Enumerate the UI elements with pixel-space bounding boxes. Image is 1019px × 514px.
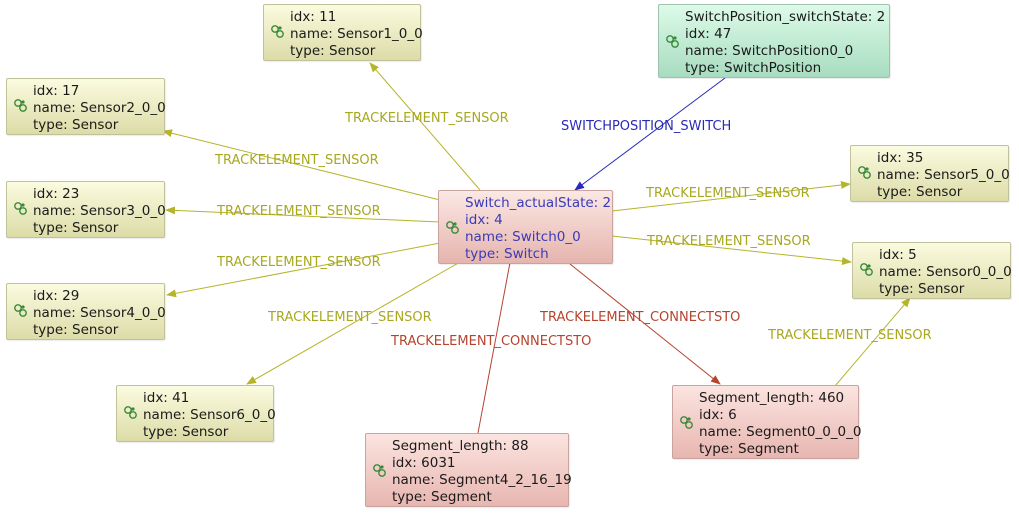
instance-node-icon: [14, 99, 27, 112]
node-line: name: Sensor5_0_0: [877, 167, 1010, 183]
node-line: Segment_length: 460: [699, 390, 845, 406]
node-line: type: Segment: [699, 441, 799, 457]
instance-node-icon: [124, 406, 137, 419]
node-sensor1[interactable]: idx: 11 name: Sensor1_0_0 type: Sensor: [263, 4, 423, 61]
edge-label-sensor1: TRACKELEMENT_SENSOR: [344, 111, 509, 126]
node-line: idx: 5: [879, 247, 917, 263]
node-line: idx: 41: [143, 390, 190, 406]
edge-label-connect-segment4: TRACKELEMENT_CONNECTSTO: [390, 334, 591, 349]
edge-label-sensor2: TRACKELEMENT_SENSOR: [214, 153, 379, 168]
node-line: name: Sensor0_0_0: [879, 264, 1012, 280]
edge-label-sensor4: TRACKELEMENT_SENSOR: [216, 255, 381, 270]
node-line: name: Segment4_2_16_19: [392, 472, 572, 488]
node-line: type: Sensor: [143, 424, 229, 440]
edge-label-sensor5: TRACKELEMENT_SENSOR: [645, 186, 810, 201]
edge-label-sensor0: TRACKELEMENT_SENSOR: [646, 234, 811, 249]
node-sensor4[interactable]: idx: 29 name: Sensor4_0_0 type: Sensor: [6, 283, 166, 340]
edge-switchpos-switch: [574, 77, 726, 191]
edge-label-segment0-sensor0: TRACKELEMENT_SENSOR: [767, 328, 932, 343]
instance-node-icon: [860, 263, 873, 276]
edge-switch-sensor3: [165, 206, 441, 223]
node-line: type: Sensor: [877, 184, 963, 200]
node-line: type: Sensor: [33, 322, 119, 338]
node-line: type: Segment: [392, 489, 492, 505]
node-sensor3[interactable]: idx: 23 name: Sensor3_0_0 type: Sensor: [6, 181, 166, 238]
instance-node-icon: [14, 304, 27, 317]
node-line: type: Sensor: [33, 117, 119, 133]
node-sensor5[interactable]: idx: 35 name: Sensor5_0_0 type: Sensor: [850, 145, 1010, 202]
node-line: Segment_length: 88: [392, 438, 529, 454]
edge-segment4-switch: [477, 235, 518, 434]
node-line: type: SwitchPosition: [685, 60, 822, 76]
instance-node-icon: [271, 25, 284, 38]
edge-label-sensor3: TRACKELEMENT_SENSOR: [216, 204, 381, 219]
node-line: name: Sensor3_0_0: [33, 203, 166, 219]
node-line: name: SwitchPosition0_0: [685, 43, 854, 59]
instance-node-icon: [666, 35, 679, 48]
instance-node-icon: [14, 202, 27, 215]
node-line: idx: 6031: [392, 455, 456, 471]
node-segment4[interactable]: Segment_length: 88 idx: 6031 name: Segme…: [365, 433, 572, 507]
node-sensor0[interactable]: idx: 5 name: Sensor0_0_0 type: Sensor: [852, 242, 1012, 299]
edge-label-connect-segment0: TRACKELEMENT_CONNECTSTO: [539, 310, 740, 325]
edge-switch-sensor0: [611, 235, 852, 266]
node-line: idx: 47: [685, 26, 732, 42]
node-line: idx: 23: [33, 186, 80, 202]
edge-switch-segment0: [569, 263, 721, 385]
node-line: type: Sensor: [879, 281, 965, 297]
node-line: SwitchPosition_switchState: 2: [685, 9, 886, 25]
instance-node-icon: [446, 221, 459, 234]
edge-switch-sensor1: [369, 62, 481, 191]
edge-label-sensor6: TRACKELEMENT_SENSOR: [267, 310, 432, 325]
node-sensor6[interactable]: idx: 41 name: Sensor6_0_0 type: Sensor: [116, 385, 276, 442]
node-line: idx: 17: [33, 83, 80, 99]
node-line: idx: 6: [699, 407, 737, 423]
node-line: type: Sensor: [33, 220, 119, 236]
node-switchposition[interactable]: SwitchPosition_switchState: 2 idx: 47 na…: [658, 4, 890, 78]
edge-switch-sensor6: [246, 261, 461, 385]
node-line: name: Sensor2_0_0: [33, 100, 166, 116]
instance-node-icon: [680, 416, 693, 429]
node-switch[interactable]: Switch_actualState: 2 idx: 4 name: Switc…: [438, 190, 613, 264]
edge-segment0-sensor0: [834, 297, 911, 387]
node-line: name: Switch0_0: [465, 229, 581, 245]
instance-node-icon: [373, 464, 386, 477]
node-line: name: Segment0_0_0_0: [699, 424, 862, 440]
instance-node-icon: [858, 166, 871, 179]
node-line: idx: 29: [33, 288, 80, 304]
edge-switch-sensor2: [162, 129, 441, 201]
node-line: name: Sensor6_0_0: [143, 407, 276, 423]
node-line: name: Sensor1_0_0: [290, 26, 423, 42]
edge-switch-sensor4: [166, 242, 441, 298]
edge-switch-sensor5: [611, 181, 851, 212]
node-line: idx: 35: [877, 150, 924, 166]
node-line: type: Switch: [465, 246, 549, 262]
node-sensor2[interactable]: idx: 17 name: Sensor2_0_0 type: Sensor: [6, 78, 166, 135]
node-line: Switch_actualState: 2: [465, 195, 612, 211]
edge-label-switchpos: SWITCHPOSITION_SWITCH: [561, 119, 731, 134]
node-line: idx: 4: [465, 212, 503, 228]
node-line: type: Sensor: [290, 43, 376, 59]
node-line: idx: 11: [290, 9, 337, 25]
node-line: name: Sensor4_0_0: [33, 305, 166, 321]
node-segment0[interactable]: Segment_length: 460 idx: 6 name: Segment…: [672, 385, 862, 459]
